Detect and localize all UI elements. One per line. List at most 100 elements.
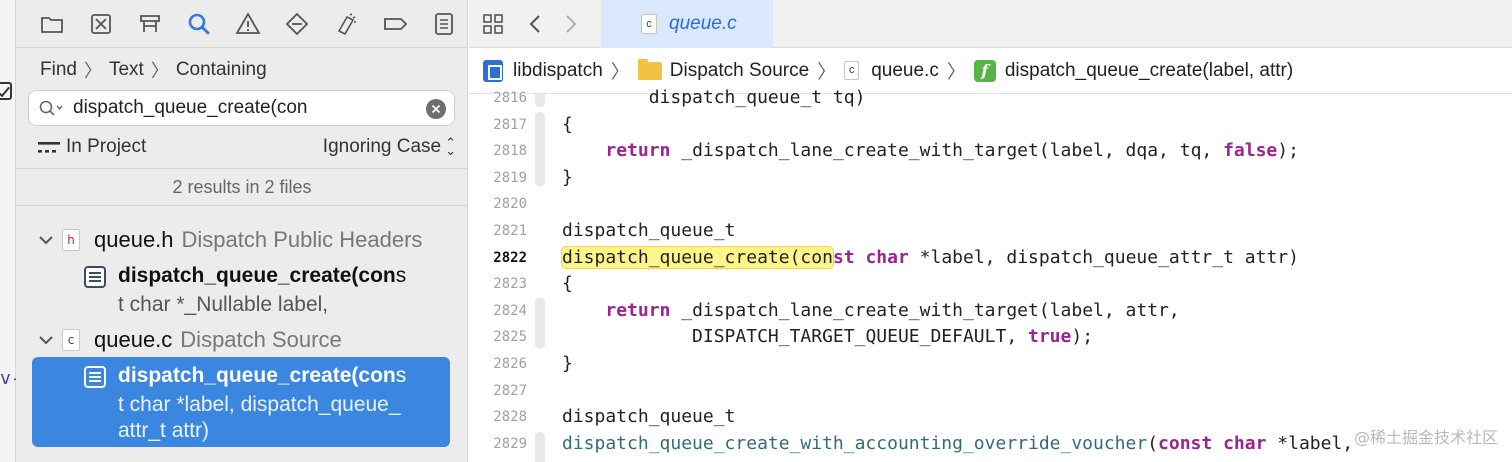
find-match-menu[interactable]: Containing	[175, 59, 267, 80]
match-highlight: dispatch_queue_create(con	[118, 364, 396, 387]
find-kind-menu[interactable]: Text	[108, 59, 144, 80]
keyword-token: st	[832, 246, 855, 268]
breakpoint-navigator-tab[interactable]	[370, 4, 419, 44]
source-control-navigator-tab[interactable]	[77, 4, 126, 44]
chevron-right-icon: 〉	[817, 62, 837, 83]
code-text: return _dispatch_lane_create_with_target…	[562, 138, 1299, 164]
result-file-row[interactable]: c queue.c Dispatch Source	[36, 325, 342, 355]
editor-tab-bar: c queue.c	[469, 0, 1512, 48]
search-match-highlight: dispatch_queue_create(con	[562, 246, 833, 268]
scope-label: In Project	[66, 136, 147, 157]
code-line: 2818 return _dispatch_lane_create_with_t…	[469, 138, 1512, 165]
back-button[interactable]	[521, 10, 549, 38]
code-line: 2828 dispatch_queue_t	[469, 404, 1512, 431]
find-mode-menu[interactable]: Find	[40, 59, 77, 80]
code-text: }	[562, 353, 573, 374]
match-context: t char *_Nullable label,	[118, 292, 328, 318]
disclosure-chevron-icon[interactable]	[36, 330, 56, 350]
search-input[interactable]	[73, 93, 413, 123]
code-token: );	[1071, 326, 1094, 348]
search-options-icon[interactable]	[29, 90, 73, 126]
results-summary: 2 results in 2 files	[16, 168, 468, 206]
scope-row: In Project Ignoring Case ⌃⌄	[38, 134, 456, 160]
chevron-right-icon	[566, 15, 577, 33]
code-token: _dispatch_lane_create_with_target(label,…	[670, 140, 1224, 162]
text-match-icon	[84, 366, 106, 388]
code-line: 2816 dispatch_queue_t tq)	[469, 85, 1512, 112]
code-token: DISPATCH_TARGET_QUEUE_DEFAULT,	[692, 326, 1028, 348]
jump-bar-project-label: libdispatch	[513, 59, 603, 81]
scope-selector[interactable]: In Project	[38, 136, 146, 158]
c-file-icon: c	[62, 329, 80, 351]
fold-ribbon[interactable]	[535, 298, 545, 348]
line-number: 2824	[493, 302, 527, 319]
result-file-row[interactable]: h queue.h Dispatch Public Headers	[36, 225, 422, 255]
line-number: 2816	[493, 90, 527, 106]
keyword-token: true	[1028, 326, 1072, 348]
match-context: t char *label, dispatch_queue_ attr_t at…	[118, 392, 401, 444]
forward-button[interactable]	[557, 10, 585, 38]
code-text: dispatch_queue_t tq)	[562, 87, 866, 108]
disclosure-chevron-icon[interactable]	[36, 230, 56, 250]
fold-ribbon[interactable]	[535, 112, 545, 186]
fold-ribbon[interactable]	[535, 94, 545, 107]
result-match-item[interactable]: dispatch_queue_create(cons t char *_Null…	[84, 264, 450, 320]
code-line: 2824 return _dispatch_lane_create_with_t…	[469, 298, 1512, 325]
folder-icon	[41, 16, 64, 33]
find-icon	[188, 13, 210, 34]
fold-ribbon[interactable]	[535, 432, 545, 462]
tab-queue-c[interactable]: c queue.c	[601, 0, 773, 48]
keyword-token: false	[1223, 140, 1278, 162]
search-field[interactable]	[28, 90, 455, 126]
code-token: *label,	[1266, 432, 1354, 454]
navigator-tab-bar	[16, 0, 468, 48]
xcode-project-icon	[483, 59, 503, 82]
case-sensitivity-select[interactable]: Ignoring Case ⌃⌄	[323, 136, 456, 158]
jump-bar-group[interactable]: Dispatch Source	[637, 58, 810, 82]
report-navigator-tab[interactable]	[419, 4, 468, 44]
code-line: 2823 {	[469, 271, 1512, 298]
code-text: dispatch_queue_t	[562, 220, 736, 241]
jump-bar-file-label: queue.c	[871, 59, 939, 81]
related-items-button[interactable]	[479, 10, 507, 38]
code-line: 2821 dispatch_queue_t	[469, 218, 1512, 245]
issue-navigator-tab[interactable]	[224, 4, 273, 44]
up-down-chevron-icon: ⌃⌄	[445, 135, 456, 158]
left-edge-pane: v-	[0, 0, 22, 462]
match-context-line: attr_t attr)	[118, 419, 210, 442]
watermark: @稀土掘金技术社区	[1353, 428, 1498, 447]
jump-bar-project[interactable]: libdispatch	[483, 59, 603, 82]
checkbox-icon[interactable]	[0, 82, 12, 100]
project-navigator-tab[interactable]	[28, 4, 77, 44]
code-text: dispatch_queue_create_with_accounting_ov…	[562, 431, 1353, 457]
test-icon	[285, 12, 309, 35]
test-navigator-tab[interactable]	[272, 4, 321, 44]
result-match-item-selected[interactable]: dispatch_queue_create(cons t char *label…	[84, 364, 450, 448]
debug-navigator-tab[interactable]	[321, 4, 370, 44]
text-match-icon	[84, 266, 106, 288]
jump-bar-symbol-label: dispatch_queue_create(label, attr)	[1004, 59, 1294, 81]
code-text: DISPATCH_TARGET_QUEUE_DEFAULT, true);	[562, 324, 1093, 350]
line-number: 2827	[493, 382, 527, 399]
chevron-right-icon: 〉	[83, 61, 102, 81]
match-context-line: t char *label, dispatch_queue_	[118, 393, 401, 416]
find-navigator-tab[interactable]	[175, 4, 224, 44]
keyword-token: char	[865, 246, 909, 268]
code-line: 2826 }	[469, 351, 1512, 378]
line-number: 2829	[493, 435, 527, 452]
code-token: _dispatch_lane_create_with_target(label,…	[670, 299, 1180, 321]
jump-bar-group-label: Dispatch Source	[669, 59, 810, 81]
code-area[interactable]: 2816 dispatch_queue_t tq) 2817 { 2818 re…	[469, 87, 1512, 462]
symbol-navigator-tab[interactable]	[126, 4, 175, 44]
c-file-icon: c	[641, 14, 657, 34]
code-token: );	[1277, 140, 1299, 162]
keyword-token: const	[1158, 432, 1213, 454]
clear-search-button[interactable]	[426, 99, 446, 119]
match-line-1: dispatch_queue_create(cons	[118, 264, 406, 288]
grid-icon	[483, 14, 503, 34]
keyword-token: return	[605, 299, 671, 321]
match-tail: s	[395, 364, 407, 387]
